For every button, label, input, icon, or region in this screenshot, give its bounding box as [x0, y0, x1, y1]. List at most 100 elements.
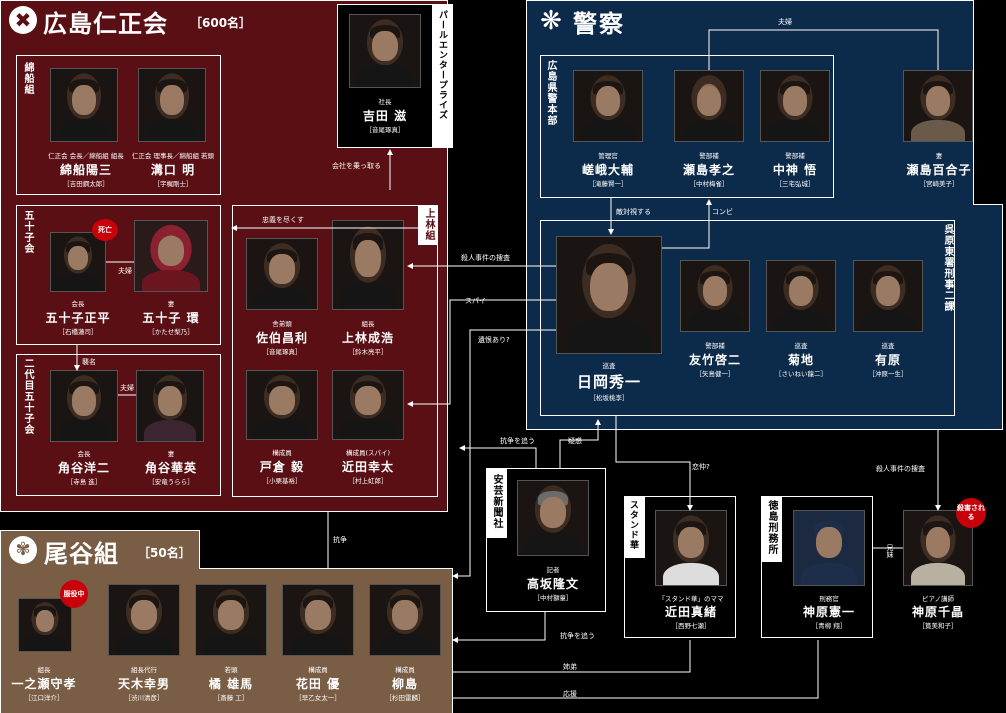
oya-p5-actor: ［杉田雷麟］: [385, 694, 425, 702]
oya-p4-actor: ［早乙女太一］: [295, 694, 341, 702]
kamibayashi-p2-name: 上林成浩: [341, 331, 394, 345]
spy-line: [407, 299, 556, 407]
isoka-p1-role: 会長: [71, 300, 85, 308]
kamibayashi-label-bg: [418, 205, 438, 245]
isoka-label: 五十子会: [22, 210, 33, 254]
pearl-p1-name: 吉田 滋: [362, 109, 408, 123]
oya-p3-actor: ［斎藤 工］: [213, 694, 249, 702]
shimai-line: [453, 640, 691, 673]
konbi-label: コンビ: [712, 208, 733, 216]
ange-p1-name: 高坂隆文: [526, 577, 579, 591]
tekitai-label: 敵対視する: [616, 208, 651, 216]
renai-line: [615, 416, 693, 511]
watafune-p1-photo: [50, 68, 118, 142]
watafune-p1-name: 綿船陽三: [59, 163, 112, 177]
police-emblem-icon: ❋: [540, 6, 562, 36]
oya-p5-name: 柳島: [391, 677, 418, 691]
kure-p3-role: 巡査: [794, 342, 808, 350]
keisatsu-title: 警察: [573, 10, 625, 38]
honbu-p1-photo: [573, 70, 643, 142]
ouen-label: 応援: [563, 690, 577, 698]
keisatsu-panel-joint: [527, 203, 973, 206]
wife-name: 瀬島百合子: [906, 163, 972, 177]
tokushima-p1-actor: ［青柳 翔］: [811, 622, 847, 630]
ange-p1-actor: ［中村獅童］: [533, 594, 573, 602]
oya-p1-actor: ［江口洋介］: [24, 694, 64, 702]
nidaime-p1-name: 角谷洋二: [57, 461, 110, 475]
pearl-label-bg: [432, 4, 453, 148]
piano-badge: 殺害される: [956, 498, 986, 528]
tokushima-p1-name: 神原憲一: [802, 605, 855, 619]
kure-main-role: 巡査: [602, 362, 616, 370]
kamibayashi-p1-actor: ［音尾琢真］: [262, 348, 302, 356]
kousou1-line: [459, 445, 537, 468]
kure-p2-name: 友竹啓二: [688, 353, 741, 367]
kure-main-name: 日岡秀一: [576, 373, 641, 391]
watafune-p2-actor: ［宇梶剛士］: [153, 180, 193, 188]
honbu-p3-role: 警部補: [785, 152, 805, 160]
honbu-label: 広島県警本部: [545, 60, 556, 126]
hiroshima-title: 広島仁正会: [43, 10, 168, 38]
kamibayashi-p4-photo: [332, 370, 404, 440]
oya-p1-role: 組長: [37, 666, 51, 674]
kure-p4-actor: ［沖原一生］: [868, 370, 908, 378]
isoka-couple-label: 夫婦: [118, 267, 132, 275]
oya-p2-photo: [108, 584, 180, 656]
kyoudai-label: 兄妹: [886, 544, 894, 558]
kure-p2-photo: [680, 260, 750, 332]
kure-p3-actor: ［さいねい龍二］: [775, 370, 827, 378]
kamibayashi-p1-role: 舎弟頭: [272, 320, 292, 328]
giwaku-label: 疑惑: [568, 437, 582, 445]
tokushima-p1-role: 刑務官: [819, 595, 839, 603]
piano-actor: ［筧美和子］: [918, 622, 958, 630]
oya-p2-actor: ［渋川清彦］: [124, 694, 164, 702]
piano-name: 神原千晶: [911, 605, 964, 619]
renai-label: 恋仲?: [692, 463, 710, 471]
kousou2-label: 抗争: [333, 536, 347, 544]
isoka-p1-actor: ［石橋蓮司］: [58, 328, 98, 336]
watafune-p2-photo: [138, 68, 206, 142]
ange-label: 安芸新聞社: [491, 474, 502, 529]
pearl-p1-photo: [349, 14, 421, 88]
nidaime-couple-label: 夫婦: [120, 384, 134, 392]
kousou1-label: 抗争を追う: [500, 437, 535, 445]
kamibayashi-p2-actor: ［鈴木亮平］: [348, 348, 388, 356]
isoka-p2-name: 五十子 環: [142, 311, 200, 325]
nidaime-box: [16, 354, 221, 496]
honbu-p3-actor: ［三宅弘城］: [775, 180, 815, 188]
honbu-p2-role: 警部補: [699, 152, 719, 160]
kamibayashi-p2-role: 組長: [361, 320, 375, 328]
kure-p3-photo: [766, 260, 836, 332]
nidaime-succession-label: 襲名: [82, 358, 96, 366]
standhana-p1-photo: [655, 510, 727, 586]
kamibayashi-p3-role: 構成員: [272, 449, 292, 457]
wife-photo: [903, 70, 973, 142]
tokushima-p1-photo: [793, 510, 865, 586]
kamibayashi-p1-photo: [246, 238, 318, 310]
oya-p1-name: 一之瀬守孝: [11, 677, 77, 691]
isoka-p1-badge: 死亡: [92, 219, 118, 241]
kure-p4-role: 巡査: [881, 342, 895, 350]
isoka-p1-photo: [50, 232, 106, 292]
honbu-p3-photo: [760, 70, 830, 142]
oya-p1-photo: [18, 598, 72, 652]
honbu-p2-name: 瀬島孝之: [682, 163, 735, 177]
kure-p4-name: 有原: [874, 353, 901, 367]
fuufu-label: 夫婦: [778, 18, 792, 26]
kousou3-label: 抗争を追う: [560, 632, 595, 640]
fuufu-line: [708, 29, 939, 70]
oya-title: 尾谷組: [44, 540, 119, 568]
honbu-p1-role: 管理官: [598, 152, 618, 160]
kamibayashi-p3-photo: [246, 370, 318, 440]
watafune-p2-role: 仁正会 理事長／綿船組 若頭: [131, 152, 215, 160]
piano-role: ピアノ講師: [922, 595, 954, 603]
wife-actor: ［宮崎美子］: [919, 180, 959, 188]
honbu-p1-name: 嵯峨大輔: [581, 163, 634, 177]
isoka-p2-role: 妻: [167, 300, 175, 308]
oya-p2-role: 組長代行: [131, 666, 157, 674]
watafune-p2-name: 溝口 明: [150, 163, 196, 177]
nidaime-label: 二代目五十子会: [22, 358, 33, 435]
watafune-p1-actor: ［吉田鋼太郎］: [63, 180, 109, 188]
chuugi-label: 忠義を尽くす: [262, 216, 304, 224]
kamibayashi-p3-actor: ［小栗基裕］: [262, 477, 302, 485]
